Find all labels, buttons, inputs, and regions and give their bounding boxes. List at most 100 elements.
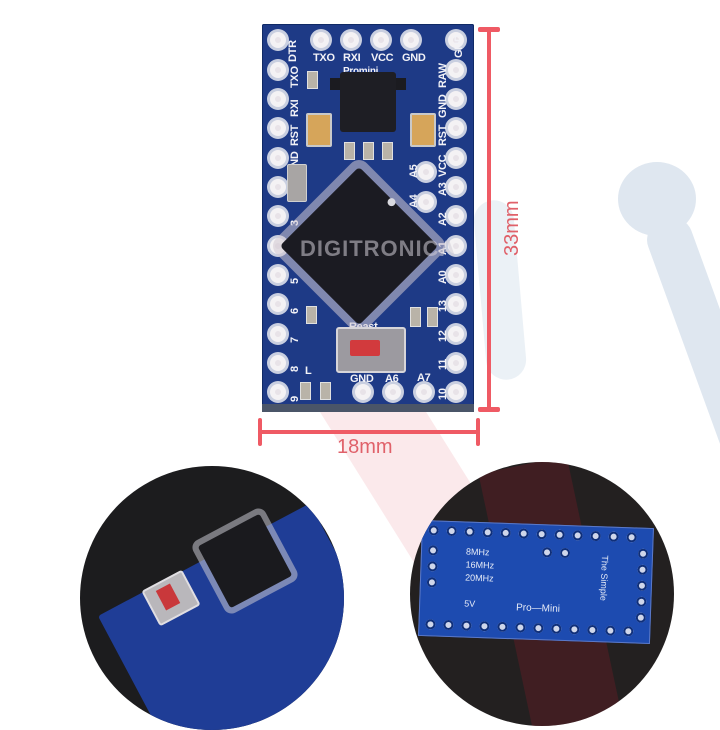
height-dimension-label: 33mm <box>501 200 523 256</box>
pin-pad <box>569 624 580 635</box>
pin-pad <box>426 577 438 588</box>
pin-pad <box>446 525 457 537</box>
tantalum-capacitor <box>306 113 332 147</box>
pin-pad <box>551 623 562 634</box>
pin-pad <box>270 32 286 48</box>
silk-label: 10 <box>437 388 449 400</box>
pin-pad <box>270 267 286 283</box>
pin-pad <box>425 619 436 630</box>
pin-pad <box>635 612 646 623</box>
silk-label: A7 <box>417 372 431 384</box>
pin-pad <box>270 296 286 312</box>
board-side-label: The Simple <box>598 555 610 602</box>
pin-pad <box>448 62 464 78</box>
pin-pad <box>270 208 286 224</box>
pin-pad <box>418 194 434 210</box>
smd-resistor <box>306 306 317 324</box>
pin-pad <box>497 621 508 633</box>
silk-label: DTR <box>287 40 299 62</box>
silk-label: VCC <box>371 52 394 64</box>
silk-label: 13 <box>437 300 449 312</box>
silk-label: 12 <box>437 330 449 342</box>
silk-label: VCC <box>437 154 449 177</box>
smd-capacitor <box>427 307 438 327</box>
tantalum-capacitor <box>410 113 436 147</box>
watermark-text: DIGITRONICA <box>300 236 457 261</box>
pin-pad <box>448 384 464 400</box>
silk-label: RXI <box>343 52 361 64</box>
clock-option-label: 16MHz <box>465 559 495 571</box>
voltage-regulator <box>340 72 396 132</box>
silk-label: 6 <box>289 308 301 314</box>
silk-label: A4 <box>408 194 420 208</box>
width-dimension-line <box>260 430 478 434</box>
led-label: L <box>305 365 312 377</box>
width-dimension-cap <box>258 418 262 446</box>
pin-pad <box>270 91 286 107</box>
voltage-option-label: 5V <box>464 598 476 609</box>
silk-label: RST <box>289 124 301 146</box>
silk-label: GND <box>453 34 465 58</box>
clock-option-label: 20MHz <box>464 572 494 584</box>
smd-resistor <box>382 142 393 160</box>
pin-pad <box>608 531 619 542</box>
pin-pad <box>385 384 401 400</box>
pin-pad <box>448 296 464 312</box>
pin-pad <box>443 619 454 631</box>
pin-pad <box>270 179 286 195</box>
clock-option-label: 8MHz <box>465 546 490 558</box>
pin-pad <box>541 547 553 558</box>
crystal-resonator <box>287 164 307 202</box>
pin-pad <box>448 179 464 195</box>
pin-pad <box>343 32 359 48</box>
height-dimension-cap <box>478 27 500 32</box>
watermark-shape <box>641 212 720 482</box>
pin-pad <box>605 625 616 636</box>
pin-pad <box>416 384 432 400</box>
silk-label: RXI <box>289 99 301 117</box>
silk-label: TXO <box>289 66 301 88</box>
pin-pad <box>464 526 475 537</box>
width-dimension-label: 18mm <box>337 436 393 458</box>
pin-pad <box>270 355 286 371</box>
height-dimension-cap <box>478 407 500 412</box>
pin-pad <box>448 120 464 136</box>
regulator-label: Promini <box>343 66 378 77</box>
pin-pad <box>427 545 439 556</box>
pin-pad <box>270 62 286 78</box>
smd-led <box>363 142 374 160</box>
pin-pad <box>482 527 493 538</box>
smd-resistor <box>344 142 355 160</box>
pin-pad <box>270 120 286 136</box>
silk-label: A2 <box>437 212 449 226</box>
pin-pad <box>448 238 464 254</box>
pin-pad <box>479 621 490 632</box>
pin-pad <box>313 32 329 48</box>
board-edge <box>262 404 474 412</box>
silk-label: A0 <box>437 270 449 284</box>
pin-pad <box>590 530 601 542</box>
pin-pad <box>418 164 434 180</box>
smd-capacitor <box>410 307 421 327</box>
pin-pad <box>427 561 438 572</box>
silk-label: GND <box>437 94 449 118</box>
pin-pad <box>428 525 439 536</box>
pin-pad <box>448 326 464 342</box>
pro-mini-board-back: 8MHz 16MHz 20MHz 5V Pro—Mini The Simple <box>418 519 654 645</box>
reset-button-cap <box>350 340 380 356</box>
silk-label: TXO <box>313 52 335 64</box>
silk-label: A3 <box>437 182 449 196</box>
pin-pad <box>626 532 637 543</box>
board-name-label: Pro—Mini <box>515 602 561 615</box>
pin-pad <box>355 384 371 400</box>
pin-pad <box>448 91 464 107</box>
pin-pad <box>448 150 464 166</box>
pin-pad <box>500 527 511 539</box>
silk-label: 5 <box>289 278 301 284</box>
pin-pad <box>636 580 648 591</box>
pin-pad <box>448 32 464 48</box>
silk-label: RAW <box>437 63 449 88</box>
pin-pad <box>554 529 565 540</box>
reset-button <box>336 327 406 373</box>
pin-pad <box>403 32 419 48</box>
